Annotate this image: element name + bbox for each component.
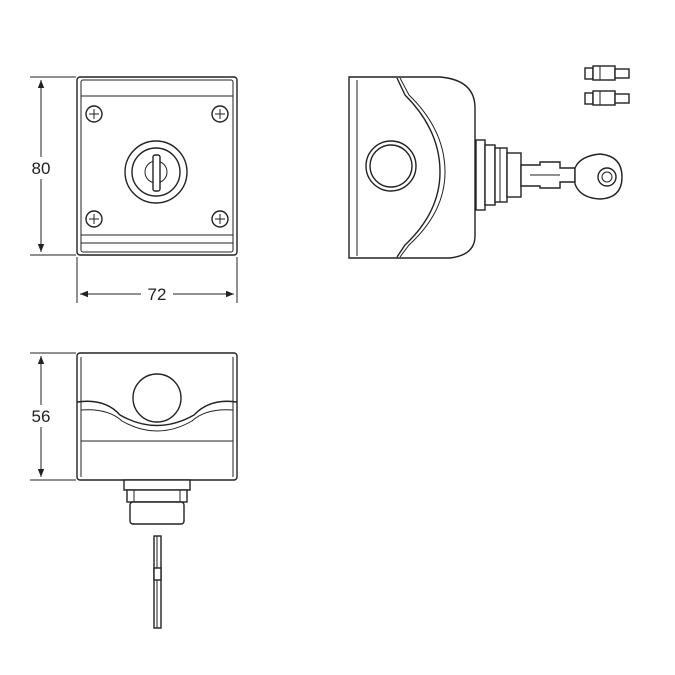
dimension-height-side: 56 xyxy=(32,407,51,426)
front-view: 80 72 xyxy=(27,76,238,304)
key-icon xyxy=(520,153,623,200)
top-view: 56 xyxy=(27,352,238,629)
screw-icon xyxy=(85,105,103,123)
dimension-width-front: 72 xyxy=(148,285,167,304)
screw-icon xyxy=(211,210,229,228)
terminal-clip-icon xyxy=(584,90,630,106)
terminal-clip-icon xyxy=(584,65,630,81)
screw-icon xyxy=(85,210,103,228)
side-view xyxy=(348,65,630,259)
screw-icon xyxy=(211,105,229,123)
key-switch-icon xyxy=(124,140,188,204)
dimension-height-front: 80 xyxy=(32,159,51,178)
